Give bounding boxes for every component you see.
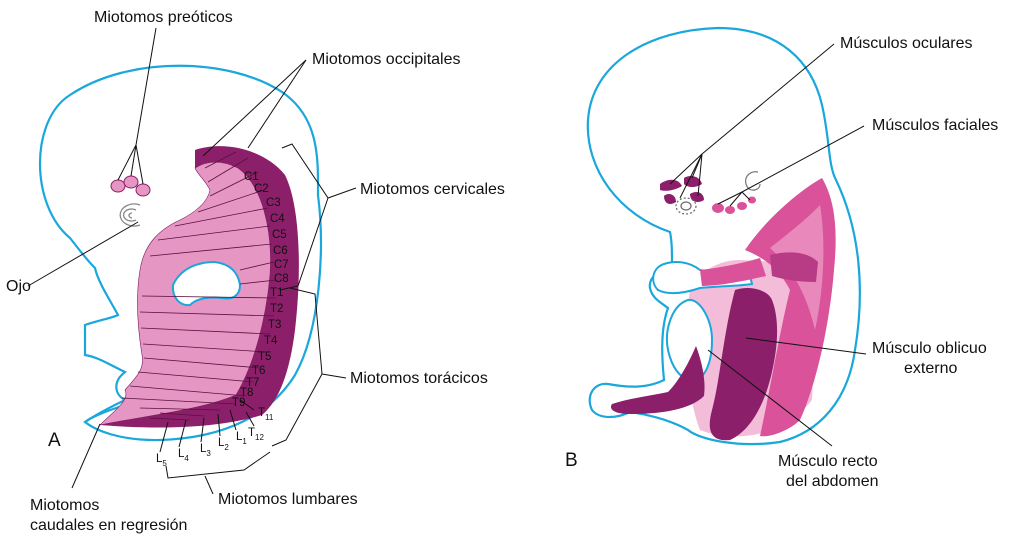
- segment-label-t1: T1: [270, 287, 283, 299]
- segment-label-c2: C2: [254, 183, 269, 195]
- segment-label-c3: C3: [266, 197, 281, 209]
- label-musculo-oblicuo-line1: Músculo oblicuo: [872, 340, 987, 357]
- segment-label-l5: L5: [156, 453, 167, 468]
- label-musculos-oculares: Músculos oculares: [840, 35, 973, 52]
- segment-label-c4: C4: [270, 213, 285, 225]
- panel-a-letter: A: [48, 430, 61, 451]
- label-miotomos-caudales-line2: caudales en regresión: [30, 517, 187, 534]
- label-miotomos-preoticos: Miotomos preóticos: [94, 9, 233, 26]
- label-miotomos-lumbares: Miotomos lumbares: [218, 491, 358, 508]
- segment-label-t3: T3: [268, 319, 281, 331]
- segment-label-l4: L4: [178, 448, 189, 463]
- segment-label-c8: C8: [274, 273, 289, 285]
- segment-label-t4: T4: [264, 335, 278, 347]
- panel-a: Miotomos preóticos Miotomos occipitales …: [6, 9, 505, 534]
- label-miotomos-cervicales: Miotomos cervicales: [360, 181, 505, 198]
- segment-label-c6: C6: [273, 245, 288, 257]
- segment-label-t5: T5: [258, 351, 271, 363]
- segment-label-l1: L1: [236, 431, 247, 446]
- segment-label-c1: C1: [244, 171, 259, 183]
- panel-b-letter: B: [565, 450, 578, 471]
- segment-label-c5: C5: [272, 229, 287, 241]
- label-miotomos-toracicos: Miotomos torácicos: [350, 370, 488, 387]
- segment-label-t6: T6: [252, 365, 265, 377]
- segment-label-c7: C7: [274, 259, 289, 271]
- label-ojo: Ojo: [6, 278, 31, 295]
- segment-label-t2: T2: [270, 303, 283, 315]
- label-miotomos-caudales-line1: Miotomos: [30, 497, 99, 514]
- segment-label-l2: L2: [218, 437, 229, 452]
- panel-b: Músculos oculares Músculos faciales Músc…: [565, 28, 998, 490]
- label-musculo-recto-line2: del abdomen: [786, 473, 879, 490]
- segment-label-t12: T12: [248, 427, 264, 442]
- label-musculo-oblicuo-line2: externo: [904, 360, 957, 377]
- segment-label-t9: T9: [232, 397, 245, 409]
- label-miotomos-occipitales: Miotomos occipitales: [312, 51, 461, 68]
- segment-label-l3: L3: [200, 443, 211, 458]
- label-musculos-faciales: Músculos faciales: [872, 117, 998, 134]
- label-musculo-recto-line1: Músculo recto: [778, 453, 878, 470]
